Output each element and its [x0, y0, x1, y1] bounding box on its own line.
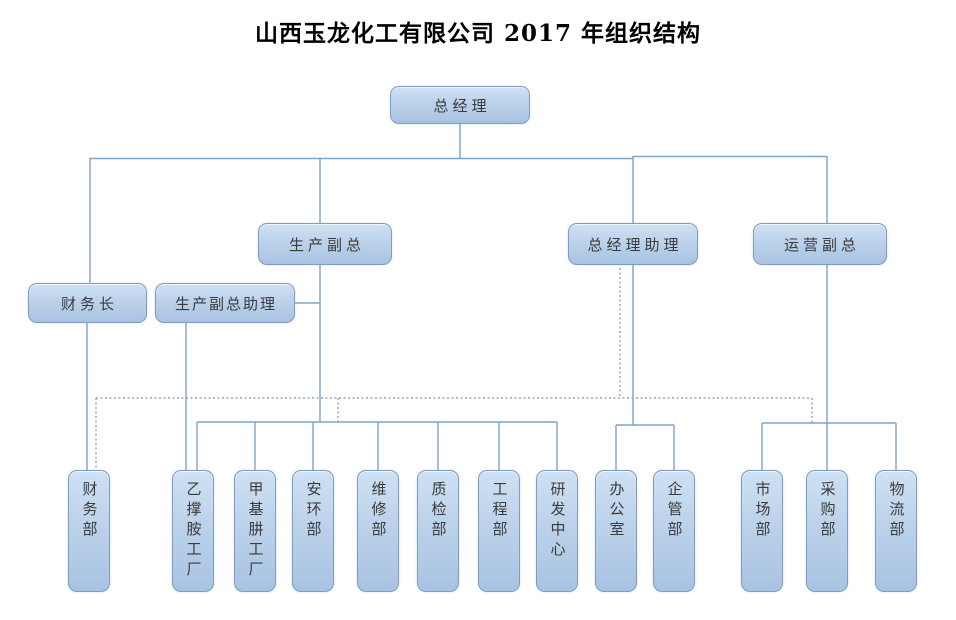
node-label: 乙撑胺工厂 [184, 481, 202, 581]
node-label: 总经理 [433, 97, 491, 115]
node-label: 安环部 [304, 481, 322, 541]
node-dept-maintenance: 维修部 [357, 470, 399, 592]
node-dept-quality-inspection: 质检部 [417, 470, 459, 592]
node-label: 采购部 [818, 481, 836, 541]
node-label: 生产副总 [288, 236, 365, 254]
node-label: 总经理助理 [587, 236, 683, 254]
node-dept-purchasing: 采购部 [806, 470, 848, 592]
node-production-vp-assistant: 生产副总助理 [155, 283, 295, 323]
node-general-manager: 总经理 [390, 86, 530, 124]
node-dept-logistics: 物流部 [875, 470, 917, 592]
node-dept-methylhydrazine-factory: 甲基肼工厂 [234, 470, 276, 592]
node-label: 工程部 [490, 481, 508, 541]
node-dept-office: 办公室 [595, 470, 637, 592]
node-operations-vp: 运营副总 [753, 223, 887, 265]
node-label: 企管部 [665, 481, 683, 541]
node-dept-rnd-center: 研发中心 [536, 470, 578, 592]
node-label: 研发中心 [548, 481, 566, 561]
dotted-connectors [95, 268, 813, 471]
node-production-vp: 生产副总 [258, 223, 392, 265]
node-dept-safety-environment: 安环部 [292, 470, 334, 592]
node-dept-ethyleneamine-factory: 乙撑胺工厂 [172, 470, 214, 592]
node-label: 生产副总助理 [174, 295, 277, 313]
node-dept-engineering: 工程部 [478, 470, 520, 592]
node-label: 甲基肼工厂 [246, 481, 264, 581]
node-cfo: 财务长 [28, 283, 147, 323]
node-dept-marketing: 市场部 [741, 470, 783, 592]
node-label: 办公室 [607, 481, 625, 541]
node-dept-enterprise-management: 企管部 [653, 470, 695, 592]
node-dept-finance: 财务部 [68, 470, 110, 592]
node-label: 财务长 [60, 295, 118, 313]
node-gm-assistant: 总经理助理 [568, 223, 698, 265]
chart-title: 山西玉龙化工有限公司 2017 年组织结构 [254, 20, 702, 47]
node-label: 维修部 [369, 481, 387, 541]
node-label: 物流部 [887, 481, 905, 541]
node-label: 财务部 [80, 481, 98, 541]
node-label: 运营副总 [783, 236, 860, 254]
node-label: 市场部 [753, 481, 771, 541]
node-label: 质检部 [429, 481, 447, 541]
